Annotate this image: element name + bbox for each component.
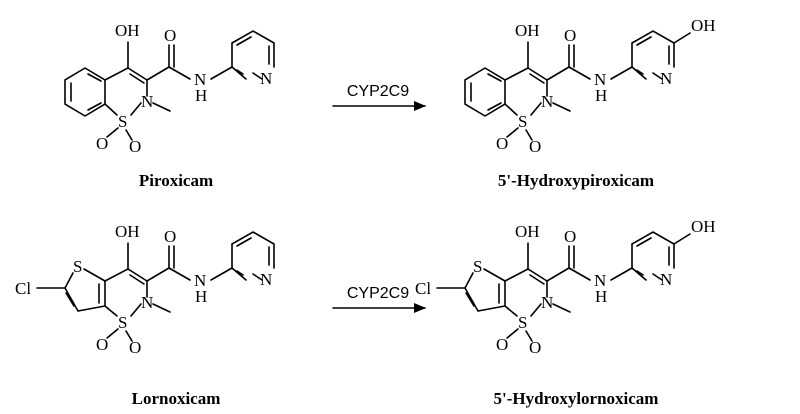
sulfonyl-oxygen-label: O (496, 335, 508, 354)
hydroxypiroxicam-structure: OH O N H N S O O N OH (464, 16, 716, 156)
chlorine-label: Cl (415, 279, 431, 298)
sulfonyl-oxygen-label: O (96, 335, 108, 354)
ring-nitrogen-label: N (541, 92, 553, 111)
substrate-name: Piroxicam (139, 171, 213, 190)
product-name: 5'-Hydroxypiroxicam (498, 171, 654, 190)
amide-nitrogen-label: N (594, 70, 606, 89)
carbonyl-oxygen-label: O (164, 26, 176, 45)
substrate-name: Lornoxicam (132, 389, 221, 408)
sulfonyl-oxygen-label: O (96, 134, 108, 153)
sulfonyl-oxygen-label: O (496, 134, 508, 153)
hydroxylornoxicam-structure: S Cl OH O N H N S O O N OH (415, 217, 716, 357)
carbonyl-oxygen-label: O (164, 227, 176, 246)
sulfur-label: S (518, 313, 527, 332)
enzyme-label: CYP2C9 (347, 83, 409, 100)
sulfonyl-oxygen-label: O (529, 338, 541, 357)
hydroxyl-label: OH (115, 222, 140, 241)
pyridine-nitrogen-label: N (660, 69, 672, 88)
pyridine-nitrogen-label: N (660, 270, 672, 289)
ring-nitrogen-label: N (141, 293, 153, 312)
pyridine-nitrogen-label: N (260, 270, 272, 289)
hydroxyl-label: OH (115, 21, 140, 40)
amide-hydrogen-label: H (195, 287, 207, 306)
sulfonyl-oxygen-label: O (129, 137, 141, 156)
amide-hydrogen-label: H (595, 86, 607, 105)
enzyme-label: CYP2C9 (347, 285, 409, 302)
sulfur-label: S (118, 313, 127, 332)
piroxicam-structure: OH O N H N S O O N (64, 21, 275, 156)
thiophene-sulfur-label: S (73, 257, 82, 276)
pyridyl-hydroxyl-label: OH (691, 217, 716, 236)
amide-hydrogen-label: H (595, 287, 607, 306)
sulfur-label: S (518, 112, 527, 131)
product-name: 5'-Hydroxylornoxicam (494, 389, 659, 408)
amide-nitrogen-label: N (194, 70, 206, 89)
carbonyl-oxygen-label: O (564, 227, 576, 246)
sulfur-label: S (118, 112, 127, 131)
amide-hydrogen-label: H (195, 86, 207, 105)
amide-nitrogen-label: N (594, 271, 606, 290)
ring-nitrogen-label: N (541, 293, 553, 312)
sulfonyl-oxygen-label: O (129, 338, 141, 357)
hydroxyl-label: OH (515, 222, 540, 241)
ring-nitrogen-label: N (141, 92, 153, 111)
chlorine-label: Cl (15, 279, 31, 298)
amide-nitrogen-label: N (194, 271, 206, 290)
hydroxyl-label: OH (515, 21, 540, 40)
lornoxicam-structure: S Cl OH O N H N S O O N (15, 222, 275, 357)
carbonyl-oxygen-label: O (564, 26, 576, 45)
pyridyl-hydroxyl-label: OH (691, 16, 716, 35)
thiophene-sulfur-label: S (473, 257, 482, 276)
sulfonyl-oxygen-label: O (529, 137, 541, 156)
pyridine-nitrogen-label: N (260, 69, 272, 88)
